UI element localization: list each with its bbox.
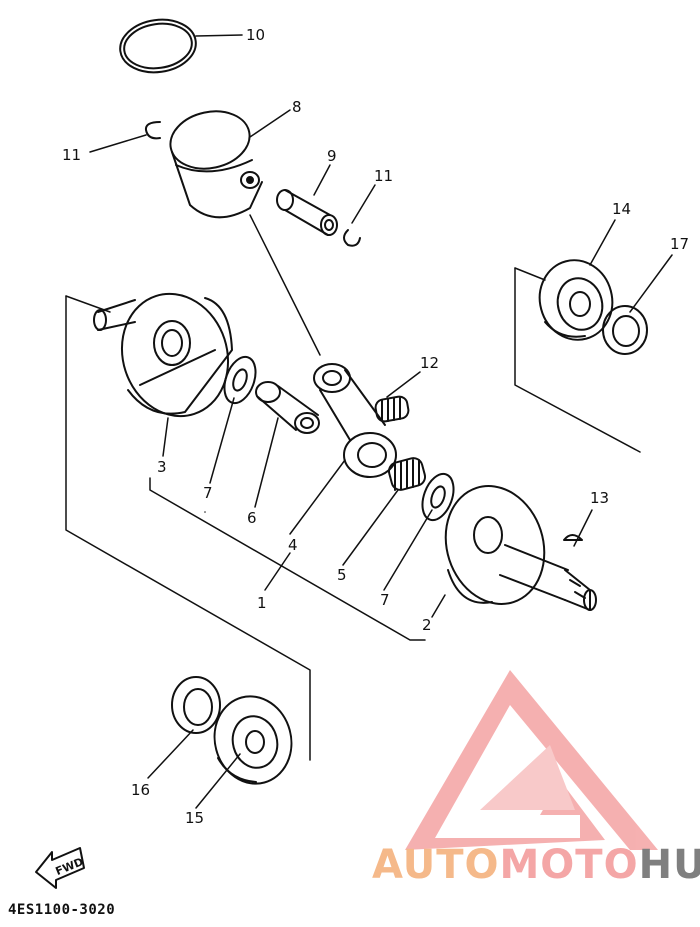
callout-16: 16 xyxy=(131,781,150,799)
callout-8: 8 xyxy=(292,98,302,116)
watermark-logo xyxy=(405,670,658,850)
assembly-bracket-lines xyxy=(65,267,641,761)
piston xyxy=(169,110,263,219)
callout-10: 10 xyxy=(246,26,265,44)
watermark-text: AUTOMOTOHUB xyxy=(372,842,700,888)
callout-15: 15 xyxy=(185,809,204,827)
callout-1: 1 xyxy=(257,594,267,612)
oil-seal-lower xyxy=(171,676,221,734)
callout-2: 2 xyxy=(422,616,432,634)
piston-pin xyxy=(276,189,338,236)
callout-11-right: 11 xyxy=(374,167,393,185)
callout-12: 12 xyxy=(420,354,439,372)
bearing-lower xyxy=(213,695,293,785)
watermark-hub: HUB xyxy=(639,842,700,888)
piston-ring xyxy=(119,18,197,74)
callout-labels: 10 8 11 9 11 14 17 12 3 7 13 6 4 5 1 7 2… xyxy=(62,26,689,827)
big-end-bearing xyxy=(387,457,427,491)
crank-wheel-left xyxy=(93,292,233,418)
watermark-auto: AUTO xyxy=(372,842,500,888)
watermark-moto: MOTO xyxy=(500,842,639,888)
watermark-triangle-icon xyxy=(405,670,658,850)
callout-11-left: 11 xyxy=(62,146,81,164)
circlip-left xyxy=(144,121,161,140)
oil-seal-upper xyxy=(602,305,648,355)
callout-4: 4 xyxy=(288,536,298,554)
callout-7-right: 7 xyxy=(380,591,390,609)
woodruff-key xyxy=(563,534,583,541)
circlip-right xyxy=(343,229,361,247)
thrust-washer-right xyxy=(421,472,455,522)
callout-13: 13 xyxy=(590,489,609,507)
callout-14: 14 xyxy=(612,200,631,218)
small-end-bearing xyxy=(374,395,410,423)
crank-pin xyxy=(255,381,320,434)
callout-5: 5 xyxy=(337,566,347,584)
diagram-code: 4ES1100-3020 xyxy=(8,902,116,918)
thrust-washer-left xyxy=(223,355,257,405)
front-arrow xyxy=(35,847,85,889)
callout-17: 17 xyxy=(670,235,689,253)
bearing-upper xyxy=(538,259,614,341)
connecting-rod xyxy=(313,363,397,478)
callout-9: 9 xyxy=(327,147,337,165)
callout-3: 3 xyxy=(157,458,167,476)
callout-7-left: 7 xyxy=(203,484,213,502)
crank-wheel-right xyxy=(444,485,597,611)
callout-6: 6 xyxy=(247,509,257,527)
leader-lines xyxy=(89,34,673,809)
